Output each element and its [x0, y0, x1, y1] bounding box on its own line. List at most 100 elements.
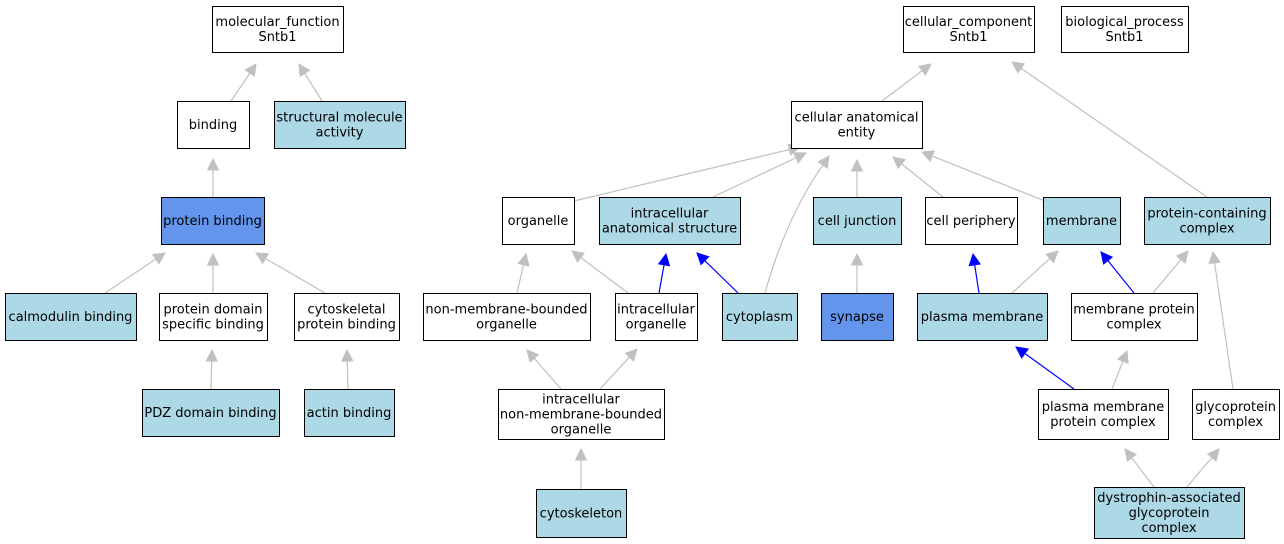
arrowhead	[892, 156, 906, 170]
arrowhead	[1045, 250, 1059, 264]
edge-protein-domain-specific-binding-to-protein-binding	[206, 252, 220, 293]
node-box	[1144, 197, 1271, 245]
node-label: PDZ domain binding	[144, 406, 276, 421]
node-label: organelle	[551, 423, 612, 438]
arrowhead	[340, 348, 354, 362]
edge-line	[1011, 257, 1051, 294]
node-cell-junction[interactable]: cell junction	[813, 197, 902, 245]
edge-cytoskeletal-protein-binding-to-protein-binding	[255, 252, 326, 294]
edge-line	[704, 260, 739, 294]
node-cytoplasm[interactable]: cytoplasm	[722, 293, 798, 341]
node-membrane[interactable]: membrane	[1043, 197, 1121, 245]
edge-cell-periphery-to-cellular-anatomical-entity	[892, 156, 944, 198]
node-label: molecular_function	[215, 15, 339, 30]
arrowhead	[1100, 251, 1114, 265]
arrowhead	[205, 348, 219, 362]
node-box	[142, 389, 280, 437]
arrowhead	[850, 158, 864, 172]
node-pdz-domain-binding[interactable]: PDZ domain binding	[142, 389, 280, 437]
edge-calmodulin-binding-to-protein-binding	[104, 252, 166, 294]
node-plasma-membrane[interactable]: plasma membrane	[917, 293, 1048, 341]
node-label: protein domain	[163, 303, 262, 318]
node-label: specific binding	[162, 318, 264, 333]
node-label: cytoskeletal	[307, 303, 385, 318]
node-box	[159, 293, 268, 341]
edge-line	[1020, 67, 1208, 198]
edge-line	[712, 157, 797, 198]
node-box	[274, 101, 406, 149]
arrowhead	[968, 252, 981, 267]
node-label: complex	[1141, 521, 1196, 536]
edge-organelle-to-cellular-anatomical-entity	[573, 143, 802, 202]
node-label: plasma membrane	[1042, 400, 1165, 415]
node-label: cell periphery	[926, 214, 1016, 229]
edge-plasma-membrane-to-membrane	[1011, 250, 1059, 294]
node-box	[536, 489, 627, 538]
edge-line	[931, 155, 1046, 202]
node-organelle[interactable]: organelle	[502, 197, 575, 245]
node-label: anatomical structure	[602, 222, 737, 237]
edge-intracellular-anatomical-structure-to-cellular-anatomical-entity	[712, 152, 808, 198]
node-label: organelle	[476, 318, 537, 333]
node-label: plasma membrane	[921, 310, 1044, 325]
node-label: protein binding	[163, 214, 262, 229]
edge-line	[1152, 259, 1182, 294]
edge-line	[658, 264, 665, 294]
edge-line	[1186, 457, 1213, 488]
edge-cell-junction-to-cellular-anatomical-entity	[850, 158, 864, 197]
node-label: complex	[1179, 222, 1234, 237]
edge-protein-binding-to-binding	[206, 157, 220, 197]
node-label: synapse	[830, 310, 884, 325]
node-label: protein-containing	[1147, 207, 1266, 222]
arrowhead	[1011, 61, 1026, 74]
edge-line	[104, 258, 157, 294]
edge-membrane-protein-complex-to-protein-containing-complex	[1152, 250, 1189, 294]
edge-line	[599, 356, 630, 390]
node-label: membrane protein	[1073, 303, 1194, 318]
node-cell-periphery[interactable]: cell periphery	[925, 197, 1018, 245]
arrowhead	[696, 252, 710, 266]
edge-plasma-membrane-protein-complex-to-membrane-protein-complex	[1111, 349, 1129, 390]
node-calmodulin-binding[interactable]: calmodulin binding	[5, 293, 137, 341]
edge-line	[210, 360, 213, 390]
edge-line	[974, 264, 980, 294]
edge-intracellular-organelle-to-organelle	[571, 250, 629, 294]
arrowhead	[151, 252, 166, 265]
node-protein-binding[interactable]: protein binding	[161, 197, 265, 245]
edge-cytoskeleton-to-intracellular-nmb-organelle	[574, 447, 588, 489]
edge-intracellular-nmb-organelle-to-intracellular-organelle	[599, 348, 638, 390]
edge-line	[346, 360, 349, 390]
node-actin-binding[interactable]: actin binding	[304, 389, 395, 437]
edge-plasma-membrane-protein-complex-to-plasma-membrane	[1015, 346, 1075, 390]
arrowhead	[920, 150, 936, 163]
node-label: membrane	[1046, 214, 1117, 229]
node-intracellular-nmb-organelle[interactable]: intracellularnon-membrane-boundedorganel…	[498, 389, 665, 440]
node-box	[599, 197, 741, 245]
arrowhead	[657, 252, 671, 267]
node-cytoskeleton[interactable]: cytoskeleton	[536, 489, 627, 538]
node-label: cell junction	[818, 214, 897, 229]
edge-cellular-anatomical-entity-to-cellular-component	[881, 63, 932, 102]
edge-line	[901, 163, 944, 198]
node-label: intracellular	[542, 393, 620, 408]
node-box	[161, 197, 265, 245]
arrowhead	[206, 252, 220, 266]
node-synapse[interactable]: synapse	[821, 293, 894, 341]
node-label: binding	[189, 118, 237, 133]
node-binding[interactable]: binding	[177, 101, 250, 149]
